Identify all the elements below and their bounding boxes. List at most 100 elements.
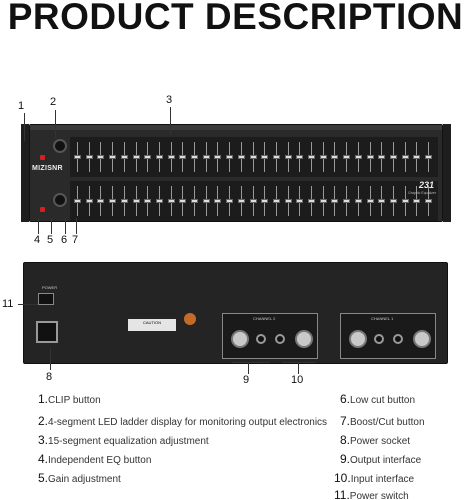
- eq-slider[interactable]: [284, 142, 292, 172]
- caution-label: CAUTION: [128, 319, 176, 331]
- model-number: 231: [418, 180, 434, 190]
- gain-knob-ch1[interactable]: [53, 139, 67, 153]
- xlr-input-ch1[interactable]: [413, 330, 431, 348]
- eq-slider[interactable]: [319, 142, 327, 172]
- eq-slider[interactable]: [191, 186, 198, 216]
- eq-slider[interactable]: [366, 142, 374, 172]
- eq-slider[interactable]: [74, 142, 81, 172]
- eq-slider[interactable]: [191, 142, 198, 172]
- eq-slider[interactable]: [74, 186, 81, 216]
- clip-button-ch1[interactable]: [40, 155, 45, 160]
- eq-slider[interactable]: [261, 186, 269, 216]
- power-socket[interactable]: [36, 321, 58, 343]
- eq-slider[interactable]: [425, 142, 432, 172]
- desc-item-2: 2.4-segment LED ladder display for monit…: [38, 414, 328, 428]
- brand-logo: MIZISNR: [32, 165, 63, 172]
- desc-item-10: 10.Input interface: [334, 471, 415, 485]
- eq-slider[interactable]: [296, 142, 304, 172]
- xlr-output-ch1[interactable]: [349, 330, 367, 348]
- leader-9-v: [248, 362, 249, 374]
- eq-slider[interactable]: [331, 186, 339, 216]
- callout-2: 2: [50, 96, 57, 108]
- eq-slider[interactable]: [261, 142, 269, 172]
- eq-slider[interactable]: [179, 186, 187, 216]
- desc-item-11: 11.Power switch: [334, 488, 409, 500]
- eq-slider[interactable]: [109, 142, 117, 172]
- eq-slider[interactable]: [413, 186, 421, 216]
- callout-4: 4: [34, 234, 41, 246]
- eq-slider[interactable]: [378, 142, 386, 172]
- eq-slider[interactable]: [366, 186, 374, 216]
- eq-slider[interactable]: [425, 186, 432, 216]
- eq-slider[interactable]: [226, 186, 234, 216]
- trs-input-ch2[interactable]: [275, 334, 285, 344]
- eq-slider[interactable]: [272, 142, 280, 172]
- eq-slider[interactable]: [226, 142, 234, 172]
- eq-slider[interactable]: [85, 186, 93, 216]
- eq-slider[interactable]: [249, 186, 257, 216]
- eq-slider[interactable]: [120, 186, 128, 216]
- eq-slider[interactable]: [214, 186, 222, 216]
- callout-7: 7: [72, 234, 79, 246]
- eq-slider[interactable]: [167, 186, 175, 216]
- eq-slider[interactable]: [179, 142, 187, 172]
- power-switch[interactable]: [38, 293, 54, 305]
- eq-slider[interactable]: [132, 186, 140, 216]
- eq-slider[interactable]: [401, 186, 409, 216]
- callout-8: 8: [46, 371, 53, 383]
- eq-slider[interactable]: [284, 186, 292, 216]
- desc-item-4: 4.Independent EQ button: [38, 452, 152, 466]
- eq-slider[interactable]: [331, 142, 339, 172]
- eq-slider[interactable]: [97, 142, 105, 172]
- eq-slider[interactable]: [155, 186, 163, 216]
- trs-input-ch1[interactable]: [393, 334, 403, 344]
- eq-slider[interactable]: [97, 186, 105, 216]
- eq-slider[interactable]: [296, 186, 304, 216]
- eq-slider[interactable]: [401, 142, 409, 172]
- eq-slider[interactable]: [308, 186, 315, 216]
- eq-slider[interactable]: [155, 142, 163, 172]
- eq-slider[interactable]: [319, 186, 327, 216]
- eq-slider[interactable]: [343, 142, 351, 172]
- eq-slider[interactable]: [237, 186, 245, 216]
- eq-sliders-ch2: [70, 181, 438, 221]
- eq-slider[interactable]: [389, 142, 397, 172]
- eq-slider[interactable]: [144, 142, 152, 172]
- eq-slider[interactable]: [413, 142, 421, 172]
- eq-slider[interactable]: [237, 142, 245, 172]
- eq-slider[interactable]: [167, 142, 175, 172]
- trs-output-ch2[interactable]: [256, 334, 266, 344]
- eq-slider[interactable]: [109, 186, 117, 216]
- callout-11: 11: [2, 298, 14, 310]
- eq-slider[interactable]: [202, 142, 210, 172]
- eq-slider[interactable]: [202, 186, 210, 216]
- desc-item-9: 9.Output interface: [340, 452, 422, 466]
- rear-panel: POWER CAUTION CHANNEL 2 CHANNEL 1: [23, 262, 448, 364]
- eq-slider[interactable]: [343, 186, 351, 216]
- xlr-input-ch2[interactable]: [295, 330, 313, 348]
- eq-slider[interactable]: [85, 142, 93, 172]
- eq-slider[interactable]: [214, 142, 222, 172]
- eq-slider[interactable]: [354, 186, 362, 216]
- callout-9: 9: [243, 374, 250, 386]
- leader-1: [24, 113, 25, 141]
- eq-slider[interactable]: [272, 186, 280, 216]
- eq-slider[interactable]: [389, 186, 397, 216]
- callout-5: 5: [47, 234, 54, 246]
- xlr-output-ch2[interactable]: [231, 330, 249, 348]
- eq-slider[interactable]: [132, 142, 140, 172]
- leader-2: [55, 110, 56, 138]
- desc-item-3: 3.15-segment equalization adjustment: [38, 433, 209, 447]
- trs-output-ch1[interactable]: [374, 334, 384, 344]
- gain-knob-ch2[interactable]: [53, 193, 67, 207]
- desc-item-8: 8.Power socket: [340, 433, 411, 447]
- eq-slider[interactable]: [144, 186, 152, 216]
- eq-slider[interactable]: [249, 142, 257, 172]
- eq-slider[interactable]: [354, 142, 362, 172]
- eq-slider[interactable]: [120, 142, 128, 172]
- eq-slider[interactable]: [378, 186, 386, 216]
- leader-3: [170, 107, 171, 135]
- desc-item-1: 1.CLIP button: [38, 392, 101, 406]
- eq-slider[interactable]: [308, 142, 315, 172]
- eq-button-ch2[interactable]: [40, 207, 45, 212]
